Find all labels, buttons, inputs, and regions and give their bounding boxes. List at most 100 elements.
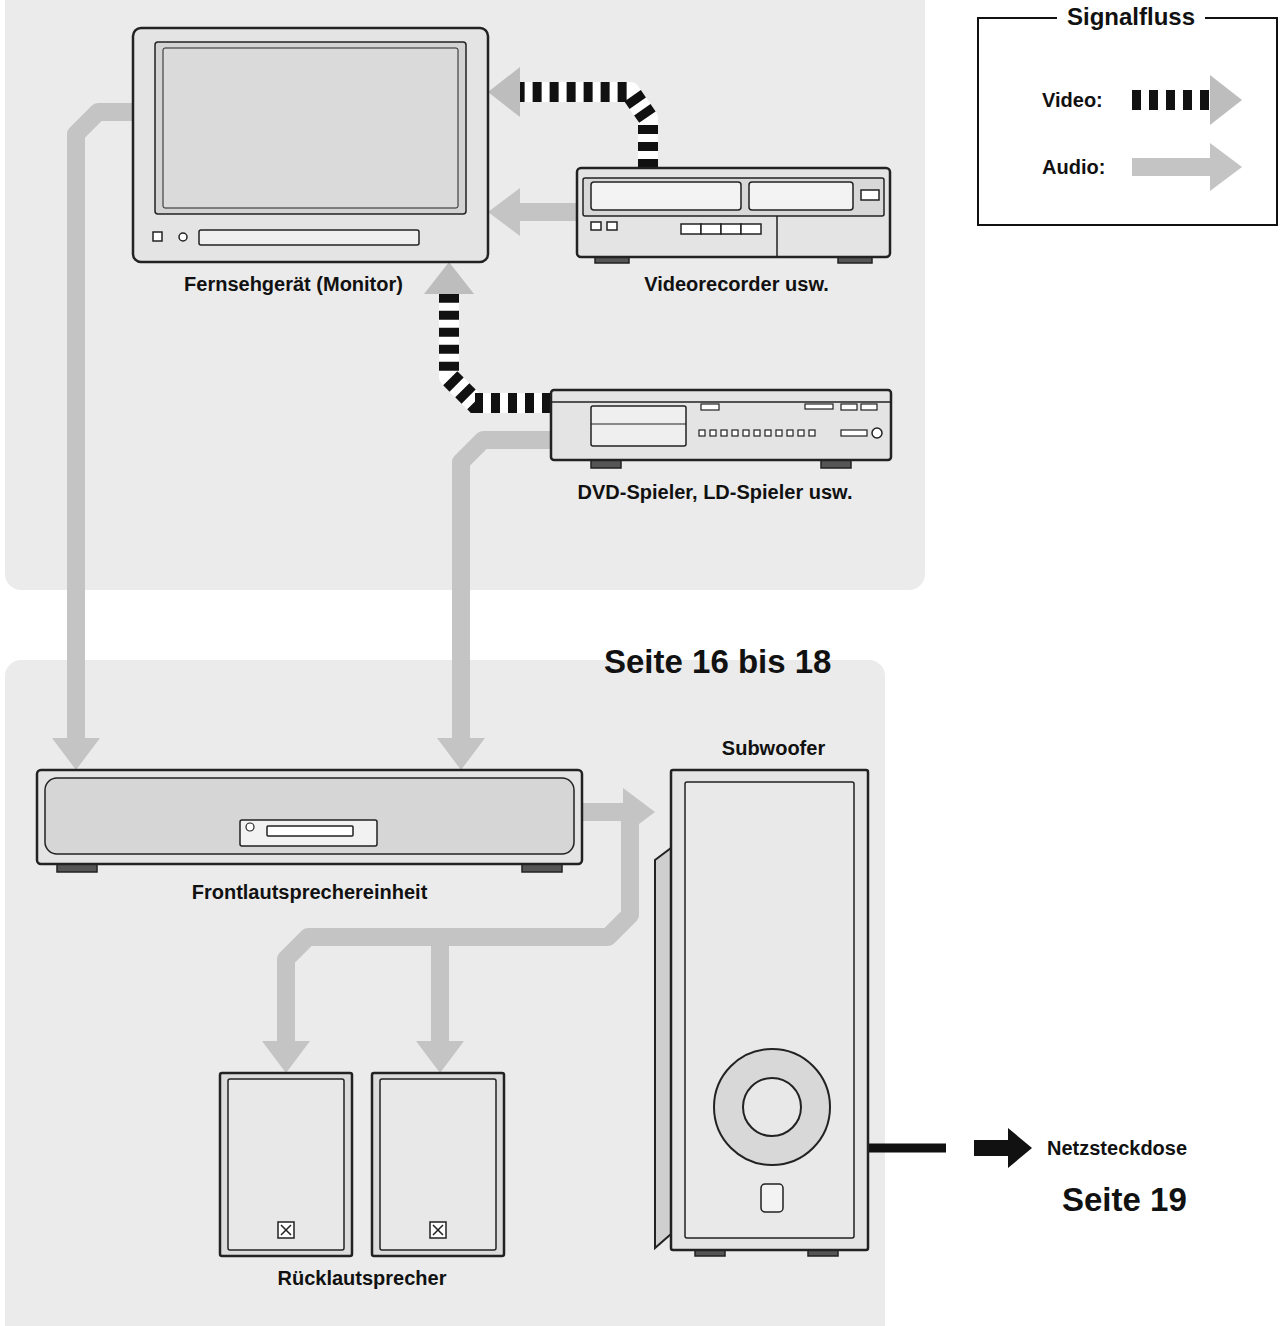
device-part bbox=[267, 826, 353, 836]
device-part bbox=[278, 1222, 294, 1238]
device-part bbox=[701, 404, 719, 410]
audio-signal bbox=[488, 188, 577, 236]
page-reference: Seite 19 bbox=[1062, 1180, 1187, 1220]
subwoofer-device: Subwoofer bbox=[655, 770, 868, 1256]
device-label: Rücklautsprecher bbox=[278, 1266, 447, 1290]
audio-line bbox=[431, 937, 449, 1041]
device-part bbox=[220, 1073, 352, 1256]
device-part bbox=[754, 430, 760, 436]
device-part bbox=[607, 222, 617, 230]
video-signal bbox=[488, 67, 648, 168]
device-part bbox=[776, 216, 778, 257]
device-part bbox=[732, 430, 738, 436]
video-line bbox=[1132, 90, 1210, 110]
device-illustration bbox=[577, 168, 890, 263]
device-part bbox=[841, 430, 867, 436]
device-part bbox=[551, 390, 891, 460]
device-part bbox=[710, 430, 716, 436]
page-reference: Seite 16 bis 18 bbox=[604, 642, 831, 682]
video-line bbox=[449, 294, 551, 403]
device-part bbox=[380, 1079, 496, 1250]
arrow-head bbox=[424, 262, 474, 294]
device-part bbox=[861, 404, 877, 410]
device-part bbox=[199, 230, 419, 245]
audio-signal bbox=[52, 112, 133, 770]
device-part bbox=[743, 430, 749, 436]
device-part bbox=[163, 48, 458, 208]
device-part bbox=[45, 778, 574, 854]
audio-line bbox=[520, 203, 577, 221]
device-part bbox=[699, 430, 705, 436]
lower-panel bbox=[5, 660, 885, 1326]
device-part bbox=[681, 224, 701, 234]
device-part bbox=[765, 430, 771, 436]
device-part bbox=[721, 224, 741, 234]
legend-entry: Audio: bbox=[1040, 142, 1250, 192]
device-part bbox=[721, 430, 727, 436]
video-line-base bbox=[520, 92, 648, 168]
video-line bbox=[520, 92, 648, 168]
device-illustration bbox=[551, 390, 891, 468]
audio-line bbox=[76, 112, 133, 738]
arrow-head bbox=[416, 1041, 464, 1073]
device-illustration bbox=[133, 28, 488, 262]
device-part bbox=[787, 430, 793, 436]
device-part bbox=[861, 190, 879, 200]
arrow-head bbox=[437, 738, 485, 770]
rear-speakers: Rücklautsprecher bbox=[220, 1073, 504, 1256]
device-part bbox=[430, 1222, 446, 1238]
device-illustration bbox=[220, 1073, 504, 1256]
device-part bbox=[155, 42, 466, 214]
power-cord bbox=[868, 1144, 946, 1153]
monitor-device: Fernsehgerät (Monitor) bbox=[133, 28, 488, 262]
audio-line bbox=[461, 440, 551, 738]
device-part bbox=[798, 430, 804, 436]
device-part bbox=[591, 423, 686, 424]
device-part bbox=[577, 168, 890, 257]
device-illustration bbox=[37, 770, 582, 872]
device-part bbox=[37, 770, 582, 864]
device-illustration bbox=[655, 770, 868, 1256]
device-label: Videorecorder usw. bbox=[644, 272, 829, 296]
device-part bbox=[372, 1073, 504, 1256]
video-line-base bbox=[449, 294, 551, 403]
front-speaker-unit: Frontlautsprechereinheit bbox=[37, 770, 582, 872]
arrow-head bbox=[262, 1041, 310, 1073]
audio-signal bbox=[437, 440, 551, 770]
device-part bbox=[809, 430, 815, 436]
device-part bbox=[228, 1079, 344, 1250]
audio-line bbox=[1132, 158, 1210, 176]
device-part bbox=[153, 232, 162, 241]
legend-entry: Video: bbox=[1040, 75, 1250, 125]
device-part bbox=[179, 233, 187, 241]
device-part bbox=[741, 224, 761, 234]
video-signal bbox=[424, 262, 551, 403]
legend-sample bbox=[1130, 142, 1248, 192]
device-part bbox=[591, 182, 741, 210]
device-part bbox=[701, 224, 721, 234]
device-part bbox=[761, 1184, 783, 1212]
device-part bbox=[591, 222, 601, 230]
device-part bbox=[551, 401, 891, 403]
device-label: Frontlautsprechereinheit bbox=[192, 880, 428, 904]
device-part bbox=[714, 1049, 830, 1165]
device-label: DVD-Spieler, LD-Spieler usw. bbox=[578, 480, 853, 504]
power-arrow bbox=[974, 1128, 1032, 1168]
legend-heading: Signalfluss bbox=[1057, 3, 1205, 32]
device-part bbox=[240, 820, 377, 846]
dvd-device: DVD-Spieler, LD-Spieler usw. bbox=[551, 390, 891, 468]
device-part bbox=[872, 428, 882, 438]
legend-text: Audio: bbox=[1042, 155, 1105, 179]
vcr-device: Videorecorder usw. bbox=[577, 168, 890, 263]
speaker-logo bbox=[281, 1225, 291, 1235]
device-part bbox=[743, 1078, 801, 1136]
device-part bbox=[749, 182, 853, 210]
device-part bbox=[805, 404, 833, 409]
arrow-head bbox=[488, 67, 520, 117]
device-part bbox=[671, 770, 868, 1250]
legend-sample bbox=[1130, 75, 1248, 125]
device-part bbox=[246, 823, 254, 831]
video-line-base bbox=[1132, 90, 1210, 110]
device-part bbox=[583, 178, 884, 216]
arrow-head bbox=[1210, 143, 1242, 191]
